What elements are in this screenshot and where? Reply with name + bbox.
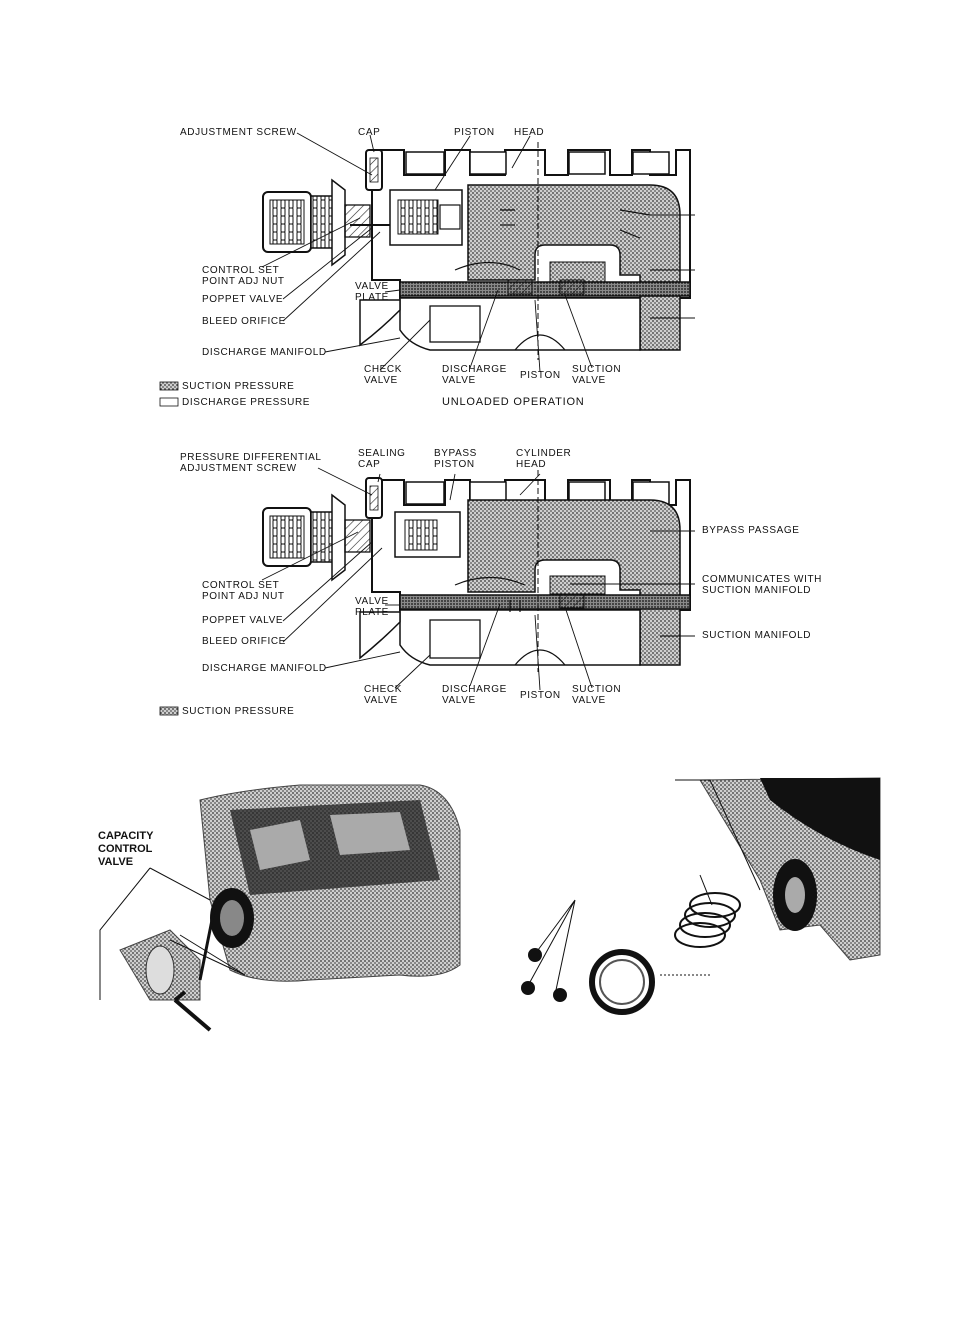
label-piston-bottom-middle: PISTON <box>520 690 561 701</box>
label-capacity-control-valve: CAPACITY CONTROL VALVE <box>98 830 154 868</box>
label-piston-bottom-top: PISTON <box>520 370 561 381</box>
label-pressure-differential: PRESSURE DIFFERENTIAL ADJUSTMENT SCREW <box>180 452 322 474</box>
label-suction-manifold: SUCTION MANIFOLD <box>702 630 812 641</box>
label-check-valve-middle: CHECK VALVE <box>364 684 403 706</box>
label-suction-valve-middle: SUCTION VALVE <box>572 684 622 706</box>
label-head: HEAD <box>514 127 545 138</box>
label-poppet-valve-middle: POPPET VALVE <box>202 615 284 626</box>
label-check-valve-top: CHECK VALVE <box>364 364 403 386</box>
legend-suction-top: SUCTION PRESSURE <box>182 381 295 392</box>
label-discharge-manifold-top: DISCHARGE MANIFOLD <box>202 347 327 358</box>
label-discharge-valve-top: DISCHARGE VALVE <box>442 364 507 386</box>
label-bleed-orifice-middle: BLEED ORIFICE <box>202 636 286 647</box>
discharge-swatch-top <box>159 397 179 407</box>
suction-swatch-top <box>159 381 179 391</box>
middle-leader-lines <box>261 467 695 691</box>
label-cylinder-head: CYLINDER HEAD <box>516 448 572 470</box>
label-discharge-valve-middle: DISCHARGE VALVE <box>442 684 507 706</box>
label-bypass-passage: BYPASS PASSAGE <box>702 525 800 536</box>
middle-cross-section <box>262 470 691 672</box>
label-bypass-piston: BYPASS PISTON <box>434 448 477 470</box>
label-sealing-cap: SEALING CAP <box>358 448 406 470</box>
photo-left <box>99 784 461 1032</box>
top-leader-lines <box>261 132 593 373</box>
suction-swatch-middle <box>159 706 179 716</box>
label-suction-valve-top: SUCTION VALVE <box>572 364 622 386</box>
label-piston-top: PISTON <box>454 127 495 138</box>
label-valve-plate-top: VALVE PLATE <box>355 281 389 303</box>
label-valve-plate-middle: VALVE PLATE <box>355 596 389 618</box>
label-poppet-valve-top: POPPET VALVE <box>202 294 284 305</box>
label-control-set-middle: CONTROL SET POINT ADJ NUT <box>202 580 285 602</box>
label-discharge-manifold-middle: DISCHARGE MANIFOLD <box>202 663 327 674</box>
legend-suction-middle: SUCTION PRESSURE <box>182 706 295 717</box>
photo-right <box>521 777 881 1015</box>
label-control-set-top: CONTROL SET POINT ADJ NUT <box>202 265 285 287</box>
caption-unloaded-operation: UNLOADED OPERATION <box>442 396 585 408</box>
label-adjustment-screw: ADJUSTMENT SCREW <box>180 127 297 138</box>
top-cross-section <box>262 142 695 360</box>
legend-discharge-top: DISCHARGE PRESSURE <box>182 397 311 408</box>
label-bleed-orifice-top: BLEED ORIFICE <box>202 316 286 327</box>
label-cap: CAP <box>358 127 381 138</box>
label-communicates: COMMUNICATES WITH SUCTION MANIFOLD <box>702 574 823 596</box>
